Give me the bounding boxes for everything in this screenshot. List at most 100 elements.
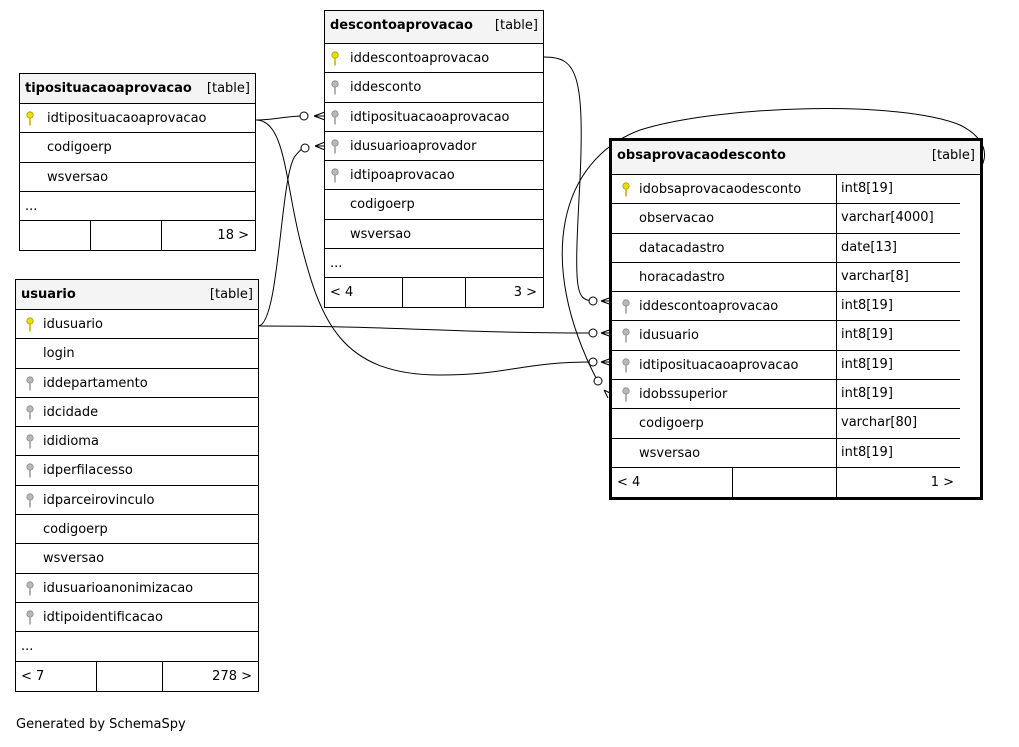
primary-key-icon xyxy=(331,51,339,66)
foreign-key-icon xyxy=(331,109,339,125)
column-row[interactable]: wsversao xyxy=(16,544,258,574)
foreign-key-icon xyxy=(622,358,630,373)
column-row[interactable]: wsversao int8[19] xyxy=(612,438,960,468)
column-row[interactable]: horacadastro varchar[8] xyxy=(612,262,960,293)
column-row[interactable]: idusuarioaprovador xyxy=(325,132,543,162)
column-row[interactable]: idtiposituacaoaprovacao xyxy=(20,104,255,134)
children-count[interactable]: 3 > xyxy=(513,285,537,301)
column-name: wsversao xyxy=(43,551,105,567)
more-columns-ellipsis: ... xyxy=(25,198,38,214)
footer-divider xyxy=(90,221,91,251)
column-type: int8[19] xyxy=(836,292,893,321)
column-row[interactable]: idusuarioanonimizacao xyxy=(16,574,258,603)
column-row[interactable]: wsversao xyxy=(20,163,255,192)
column-row[interactable]: codigoerp xyxy=(16,515,258,545)
column-name: iddesconto xyxy=(350,80,422,96)
link-usuario-to-desconto xyxy=(257,147,306,327)
column-name: iddescontoaprovacao xyxy=(639,299,779,315)
table-footer: 18 > xyxy=(20,221,255,251)
column-row[interactable]: wsversao xyxy=(325,220,543,250)
column-type: int8[19] xyxy=(836,438,893,467)
column-name: idtipoaprovacao xyxy=(350,168,455,184)
foreign-key-icon xyxy=(331,80,339,95)
column-row[interactable]: idtiposituacaoaprovacao int8[19] xyxy=(612,350,960,381)
column-name: codigoerp xyxy=(47,140,112,156)
foreign-key-icon xyxy=(26,581,34,596)
more-columns-row: ... xyxy=(16,632,258,662)
children-count[interactable]: 1 > xyxy=(930,474,954,490)
column-row[interactable]: idusuario int8[19] xyxy=(612,321,960,351)
parents-count[interactable]: < 4 xyxy=(330,285,354,301)
column-row[interactable]: idusuario xyxy=(16,310,258,340)
column-name: codigoerp xyxy=(639,416,704,432)
link-desconto-to-obs xyxy=(543,56,594,302)
column-name: wsversao xyxy=(47,169,109,185)
table-name: descontoaprovacao xyxy=(330,18,473,33)
primary-key-icon xyxy=(26,111,34,126)
column-row[interactable]: idcidade xyxy=(16,398,258,428)
table-type-label: [table] xyxy=(494,18,538,33)
foreign-key-icon xyxy=(26,405,34,420)
column-row[interactable]: codigoerp xyxy=(325,190,543,220)
column-row[interactable]: codigoerp varchar[80] xyxy=(612,409,960,439)
column-row[interactable]: iddepartamento xyxy=(16,369,258,398)
column-row[interactable]: idtiposituacaoaprovacao xyxy=(325,103,543,132)
column-row[interactable]: codigoerp xyxy=(20,133,255,163)
table-type-label: [table] xyxy=(206,81,250,96)
column-row[interactable]: idparceirovinculo xyxy=(16,486,258,516)
column-row[interactable]: idobssuperior int8[19] xyxy=(612,380,960,410)
column-name: iddescontoaprovacao xyxy=(350,51,490,66)
column-type: int8[19] xyxy=(836,380,893,409)
table-obsaprovacaodesconto[interactable]: obsaprovacaodesconto [table] idobsaprova… xyxy=(609,138,983,500)
column-row[interactable]: observacao varchar[4000] xyxy=(612,204,960,234)
column-name: idobsaprovacaodesconto xyxy=(639,182,802,197)
table-usuario[interactable]: usuario [table] idusuario login iddepart… xyxy=(15,279,259,692)
link-tipo-to-desconto xyxy=(255,115,305,121)
column-row[interactable]: datacadastro date[13] xyxy=(612,233,960,263)
table-tiposituacaoaprovacao[interactable]: tiposituacaoaprovacao [table] idtipositu… xyxy=(19,73,256,252)
column-type: int8[19] xyxy=(836,321,893,350)
foreign-key-icon xyxy=(622,328,630,343)
parents-count[interactable]: < 4 xyxy=(617,474,641,490)
column-name: idcidade xyxy=(43,404,99,420)
column-name: idtipoidentificacao xyxy=(43,609,163,625)
table-type-label: [table] xyxy=(209,287,253,302)
table-header: obsaprovacaodesconto [table] xyxy=(612,141,980,175)
foreign-key-icon xyxy=(26,434,34,449)
footer-divider xyxy=(96,661,97,691)
foreign-key-icon xyxy=(26,610,34,625)
table-descontoaprovacao[interactable]: descontoaprovacao [table] iddescontoapro… xyxy=(324,10,544,309)
column-name: observacao xyxy=(639,211,715,227)
column-row[interactable]: idperfilacesso xyxy=(16,456,258,486)
parents-count[interactable]: < 7 xyxy=(21,668,45,684)
column-row[interactable]: idtipoidentificacao xyxy=(16,603,258,633)
footer-divider xyxy=(161,221,162,251)
column-name: idusuario xyxy=(43,317,103,332)
table-footer: < 7 278 > xyxy=(16,661,258,691)
column-row[interactable]: ididioma xyxy=(16,427,258,457)
foreign-key-icon xyxy=(26,375,34,391)
column-type: date[13] xyxy=(836,233,897,262)
column-row[interactable]: login xyxy=(16,339,258,369)
column-row[interactable]: idtipoaprovacao xyxy=(325,161,543,191)
column-row[interactable]: iddescontoaprovacao int8[19] xyxy=(612,292,960,322)
column-row[interactable]: idobsaprovacaodesconto int8[19] xyxy=(612,175,960,205)
column-name: idusuario xyxy=(639,328,699,344)
column-type: int8[19] xyxy=(836,175,893,204)
column-name: idtiposituacaoaprovacao xyxy=(639,357,799,373)
primary-key-icon xyxy=(26,317,34,332)
column-row[interactable]: iddesconto xyxy=(325,73,543,103)
table-footer: < 4 1 > xyxy=(612,467,960,497)
table-header: descontoaprovacao [table] xyxy=(325,11,543,44)
children-count[interactable]: 278 > xyxy=(212,668,252,684)
column-name: idperfilacesso xyxy=(43,463,133,479)
footer-divider xyxy=(402,278,403,308)
foreign-key-icon xyxy=(622,299,630,314)
children-count[interactable]: 18 > xyxy=(217,228,249,244)
foreign-key-icon xyxy=(331,139,339,154)
column-type: varchar[4000] xyxy=(836,204,934,233)
table-name: tiposituacaoaprovacao xyxy=(25,81,192,96)
more-columns-ellipsis: ... xyxy=(330,256,343,272)
column-row[interactable]: iddescontoaprovacao xyxy=(325,44,543,74)
primary-key-icon xyxy=(622,182,630,197)
